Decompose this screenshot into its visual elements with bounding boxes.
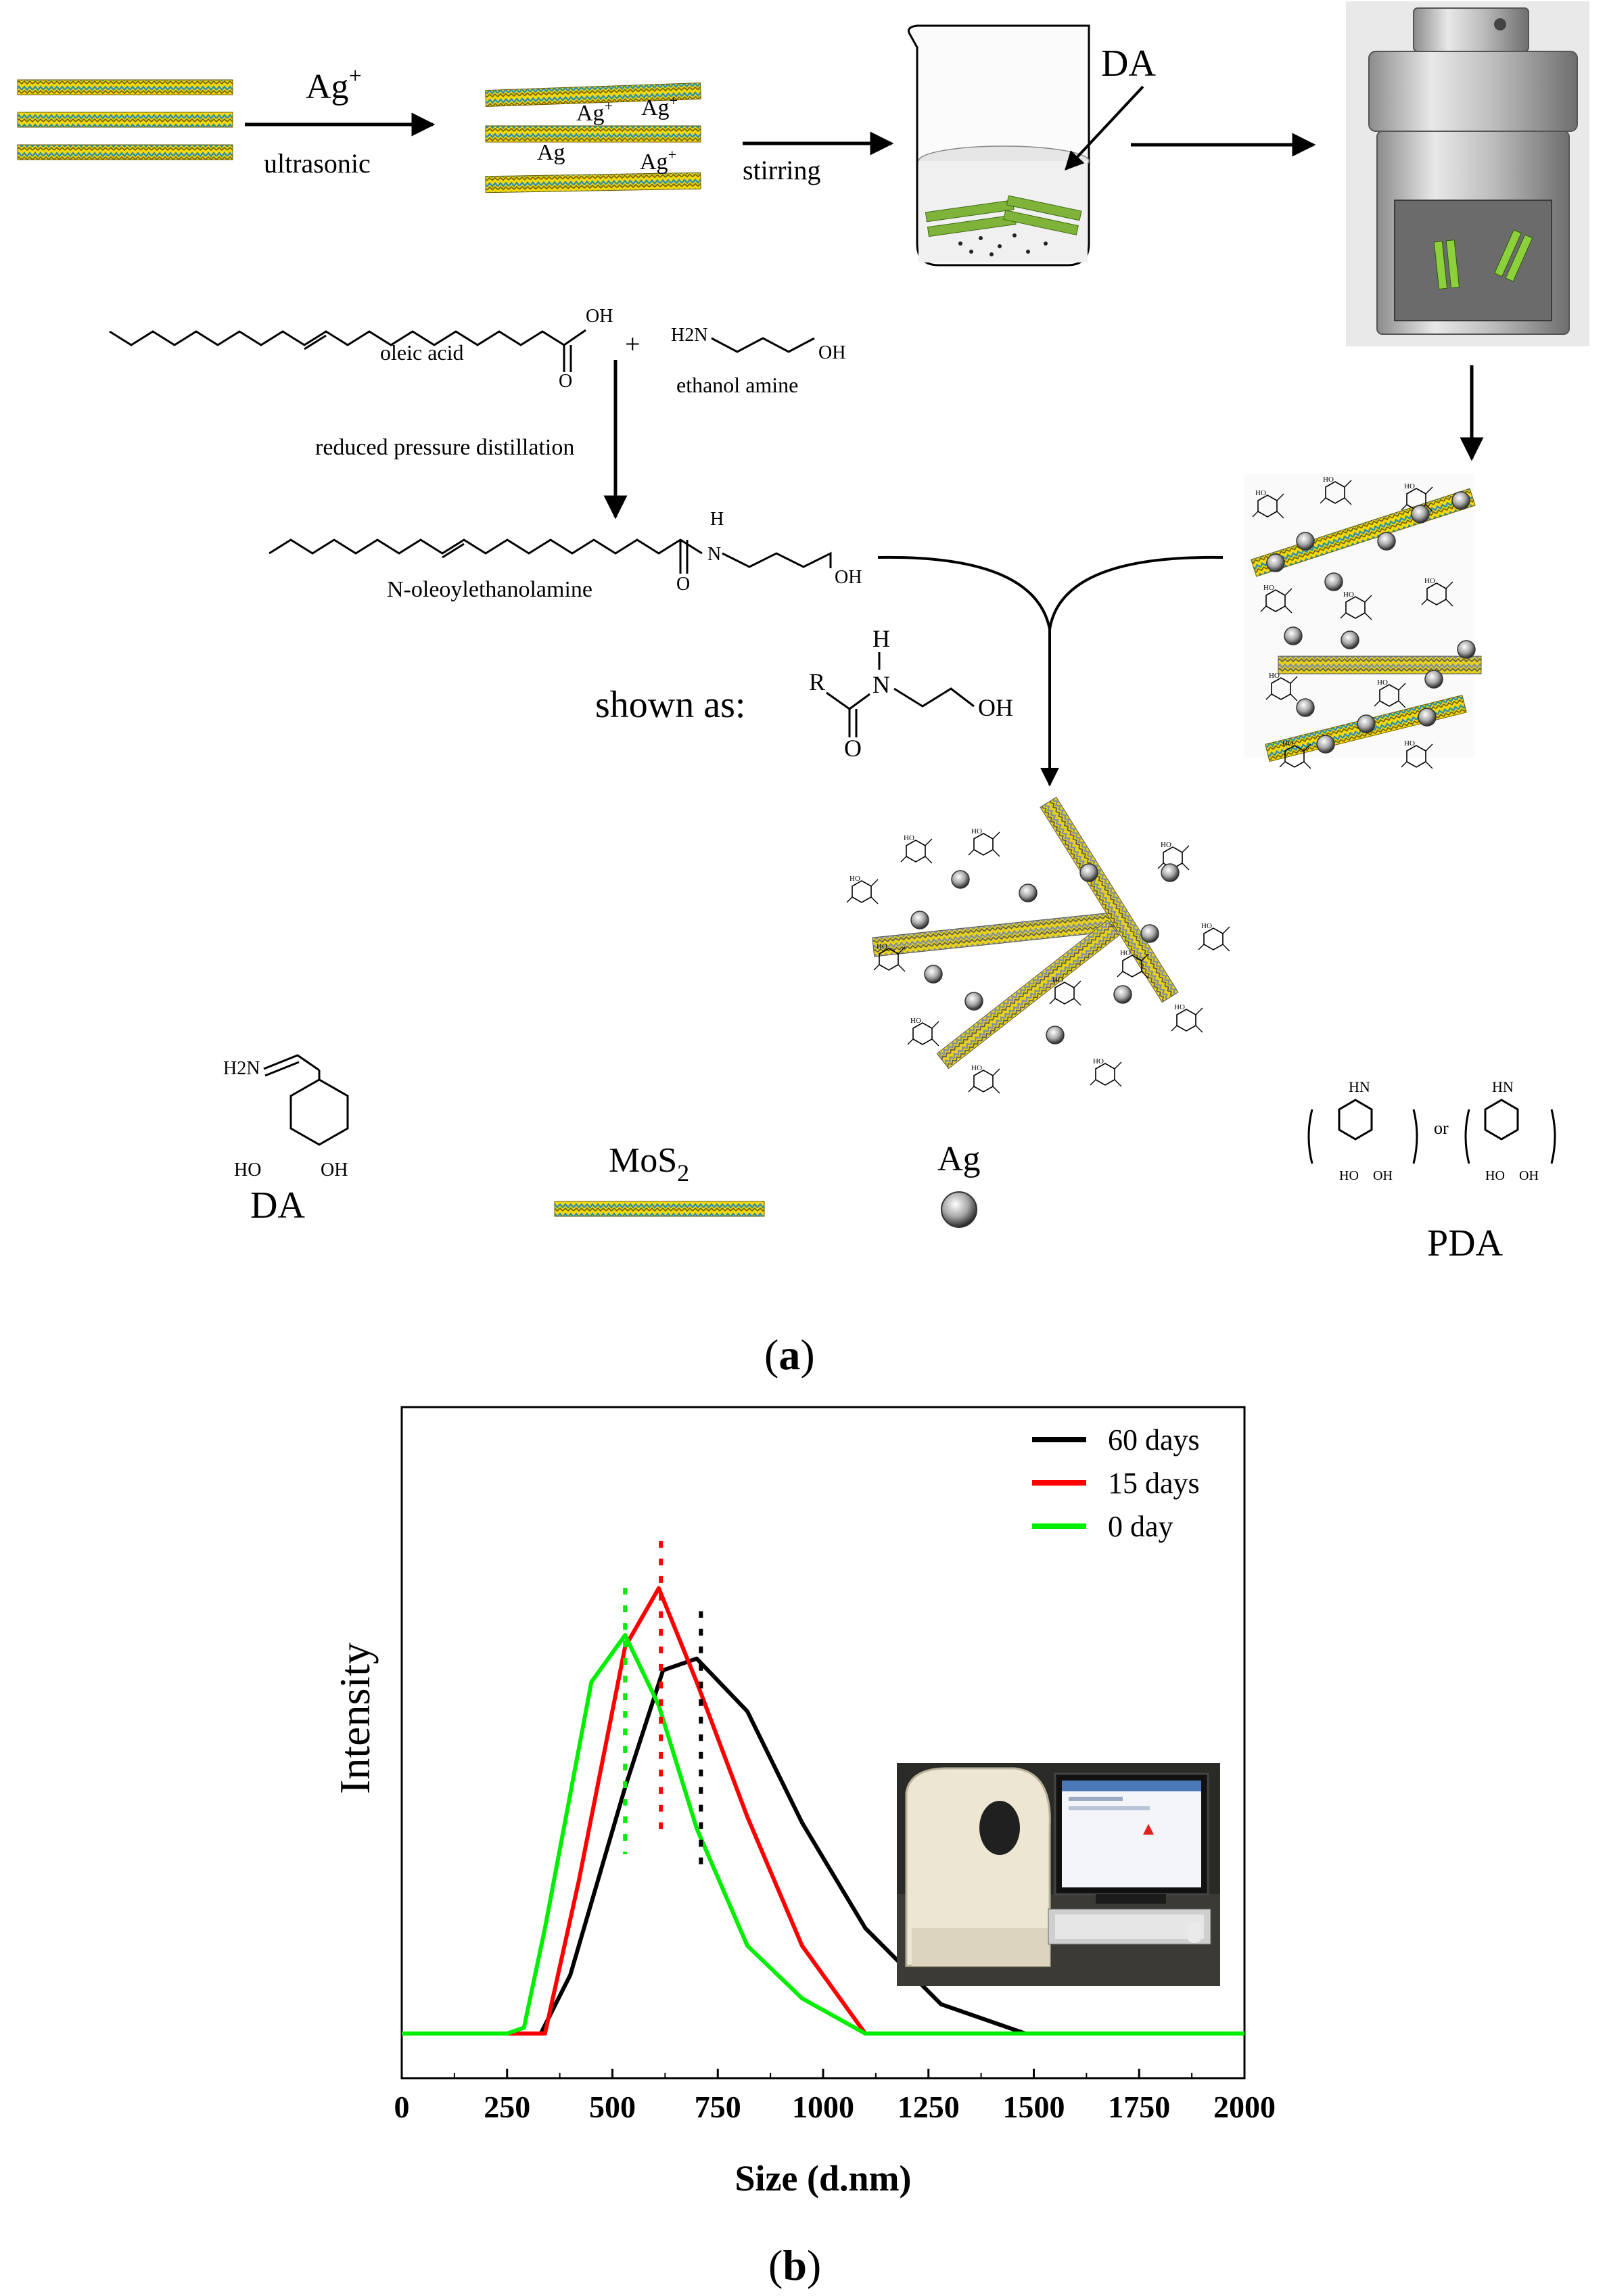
oleic-acid-structure: OH O oleic acid bbox=[109, 306, 613, 392]
arrow-ultrasonic: Ag+ ultrasonic bbox=[245, 64, 436, 179]
ag-ion-label: Ag+ bbox=[576, 97, 613, 126]
panel-label-b: (b) bbox=[768, 2241, 821, 2289]
legend: 60 days 15 days 0 day bbox=[1032, 1423, 1200, 1543]
mos2-legend: MoS2 bbox=[554, 1141, 765, 1217]
svg-text:OH: OH bbox=[978, 694, 1013, 721]
svg-text:OH: OH bbox=[1519, 1168, 1539, 1183]
autoclave bbox=[1346, 1, 1589, 346]
ethanol-amine-structure: H2N OH ethanol amine bbox=[671, 325, 845, 397]
final-composite bbox=[846, 796, 1230, 1094]
x-tick-label: 1750 bbox=[1108, 2090, 1170, 2124]
svg-text:HO: HO bbox=[1485, 1168, 1505, 1183]
oleic-acid-label: oleic acid bbox=[380, 340, 463, 365]
svg-text:OH: OH bbox=[818, 342, 845, 363]
arrow-distillation: reduced pressure distillation bbox=[315, 360, 628, 520]
svg-text:H: H bbox=[872, 625, 890, 652]
dls-size-chart: 0 250 500 750 1000 1250 1500 1750 2000 60 days 15… bbox=[331, 1406, 1276, 2289]
series-line-0-day bbox=[402, 1633, 1244, 2036]
x-tick-label: 500 bbox=[589, 2090, 636, 2124]
pda-legend: HN or HN HO OH HO OH PDA bbox=[1307, 1078, 1556, 1264]
x-tick-label: 1000 bbox=[792, 2090, 854, 2124]
da-pointer-label: DA bbox=[1101, 43, 1156, 85]
svg-text:H: H bbox=[710, 509, 724, 530]
svg-text:OH: OH bbox=[835, 567, 862, 588]
svg-text:Ag: Ag bbox=[537, 140, 565, 165]
ag-ion-reagent-label: Ag+ bbox=[306, 64, 362, 106]
plus-sign: + bbox=[625, 329, 641, 359]
mos2-stack-intercalated: Ag+ Ag+ Ag Ag+ bbox=[485, 82, 701, 193]
pda-coated-mos2-stack bbox=[1244, 474, 1482, 769]
svg-text:N: N bbox=[872, 671, 890, 698]
x-axis-ticks: 0 250 500 750 1000 1250 1500 1750 2000 bbox=[394, 2069, 1276, 2124]
svg-text:HN: HN bbox=[1492, 1078, 1514, 1095]
r-group-shorthand: shown as: R O N H OH bbox=[595, 625, 1013, 762]
x-tick-label: 250 bbox=[484, 2090, 530, 2124]
svg-text:O: O bbox=[559, 371, 572, 392]
merge-arrows bbox=[877, 555, 1224, 787]
mos2-label: MoS2 bbox=[609, 1141, 689, 1187]
instrument-photo-inset bbox=[897, 1763, 1220, 1986]
n-oleoylethanolamine-structure: O N H OH N-oleoylethanolamine bbox=[269, 509, 862, 602]
legend-label: 15 days bbox=[1108, 1467, 1200, 1500]
peak-markers bbox=[623, 1540, 703, 1865]
x-tick-label: 1250 bbox=[898, 2090, 960, 2124]
x-tick-label: 1500 bbox=[1003, 2090, 1065, 2124]
ultrasonic-label: ultrasonic bbox=[264, 148, 371, 179]
pda-label: PDA bbox=[1427, 1222, 1504, 1264]
series-line-15-days bbox=[402, 1586, 1244, 2036]
svg-text:H2N: H2N bbox=[671, 325, 707, 346]
data-series bbox=[402, 1586, 1244, 2036]
svg-text:O: O bbox=[676, 574, 690, 595]
n-oleoylethanolamine-label: N-oleoylethanolamine bbox=[387, 577, 592, 602]
stirring-label: stirring bbox=[743, 155, 821, 185]
svg-text:Ag+: Ag+ bbox=[640, 146, 676, 175]
svg-text:OH: OH bbox=[586, 306, 613, 327]
ag-legend: Ag bbox=[937, 1140, 981, 1228]
legend-label: 0 day bbox=[1108, 1510, 1173, 1543]
distillation-label: reduced pressure distillation bbox=[315, 435, 574, 460]
ethanol-amine-label: ethanol amine bbox=[676, 373, 798, 397]
shown-as-label: shown as: bbox=[595, 684, 745, 726]
da-molecule: H2N HO OH DA bbox=[223, 1054, 349, 1226]
x-axis-label: Size (d.nm) bbox=[735, 2158, 912, 2199]
x-tick-label: 750 bbox=[695, 2090, 741, 2124]
arrow-stirring: stirring bbox=[743, 131, 894, 185]
svg-text:H2N: H2N bbox=[223, 1058, 260, 1079]
svg-text:O: O bbox=[844, 735, 862, 762]
beaker: DA bbox=[908, 24, 1156, 267]
svg-text:HO: HO bbox=[1339, 1168, 1359, 1183]
x-tick-label: 2000 bbox=[1213, 2090, 1276, 2124]
svg-text:HN: HN bbox=[1349, 1078, 1370, 1095]
synthesis-scheme: HO Ag+ ultrasonic Ag+ Ag+ Ag Ag+ stirrin… bbox=[17, 1, 1589, 1379]
da-label: DA bbox=[250, 1185, 305, 1226]
panel-label-a: (a) bbox=[764, 1331, 815, 1379]
svg-text:HO: HO bbox=[234, 1160, 261, 1180]
svg-text:Ag+: Ag+ bbox=[641, 92, 678, 120]
legend-label: 60 days bbox=[1108, 1423, 1200, 1456]
ag-label: Ag bbox=[937, 1140, 981, 1178]
svg-text:or: or bbox=[1434, 1118, 1449, 1138]
svg-text:OH: OH bbox=[1373, 1168, 1393, 1183]
x-tick-label: 0 bbox=[394, 2090, 410, 2124]
svg-text:R: R bbox=[809, 668, 825, 695]
mos2-stack-pristine bbox=[17, 79, 233, 160]
y-axis-label: Intensity bbox=[331, 1643, 379, 1794]
svg-text:OH: OH bbox=[321, 1160, 348, 1180]
svg-text:N: N bbox=[707, 544, 721, 565]
